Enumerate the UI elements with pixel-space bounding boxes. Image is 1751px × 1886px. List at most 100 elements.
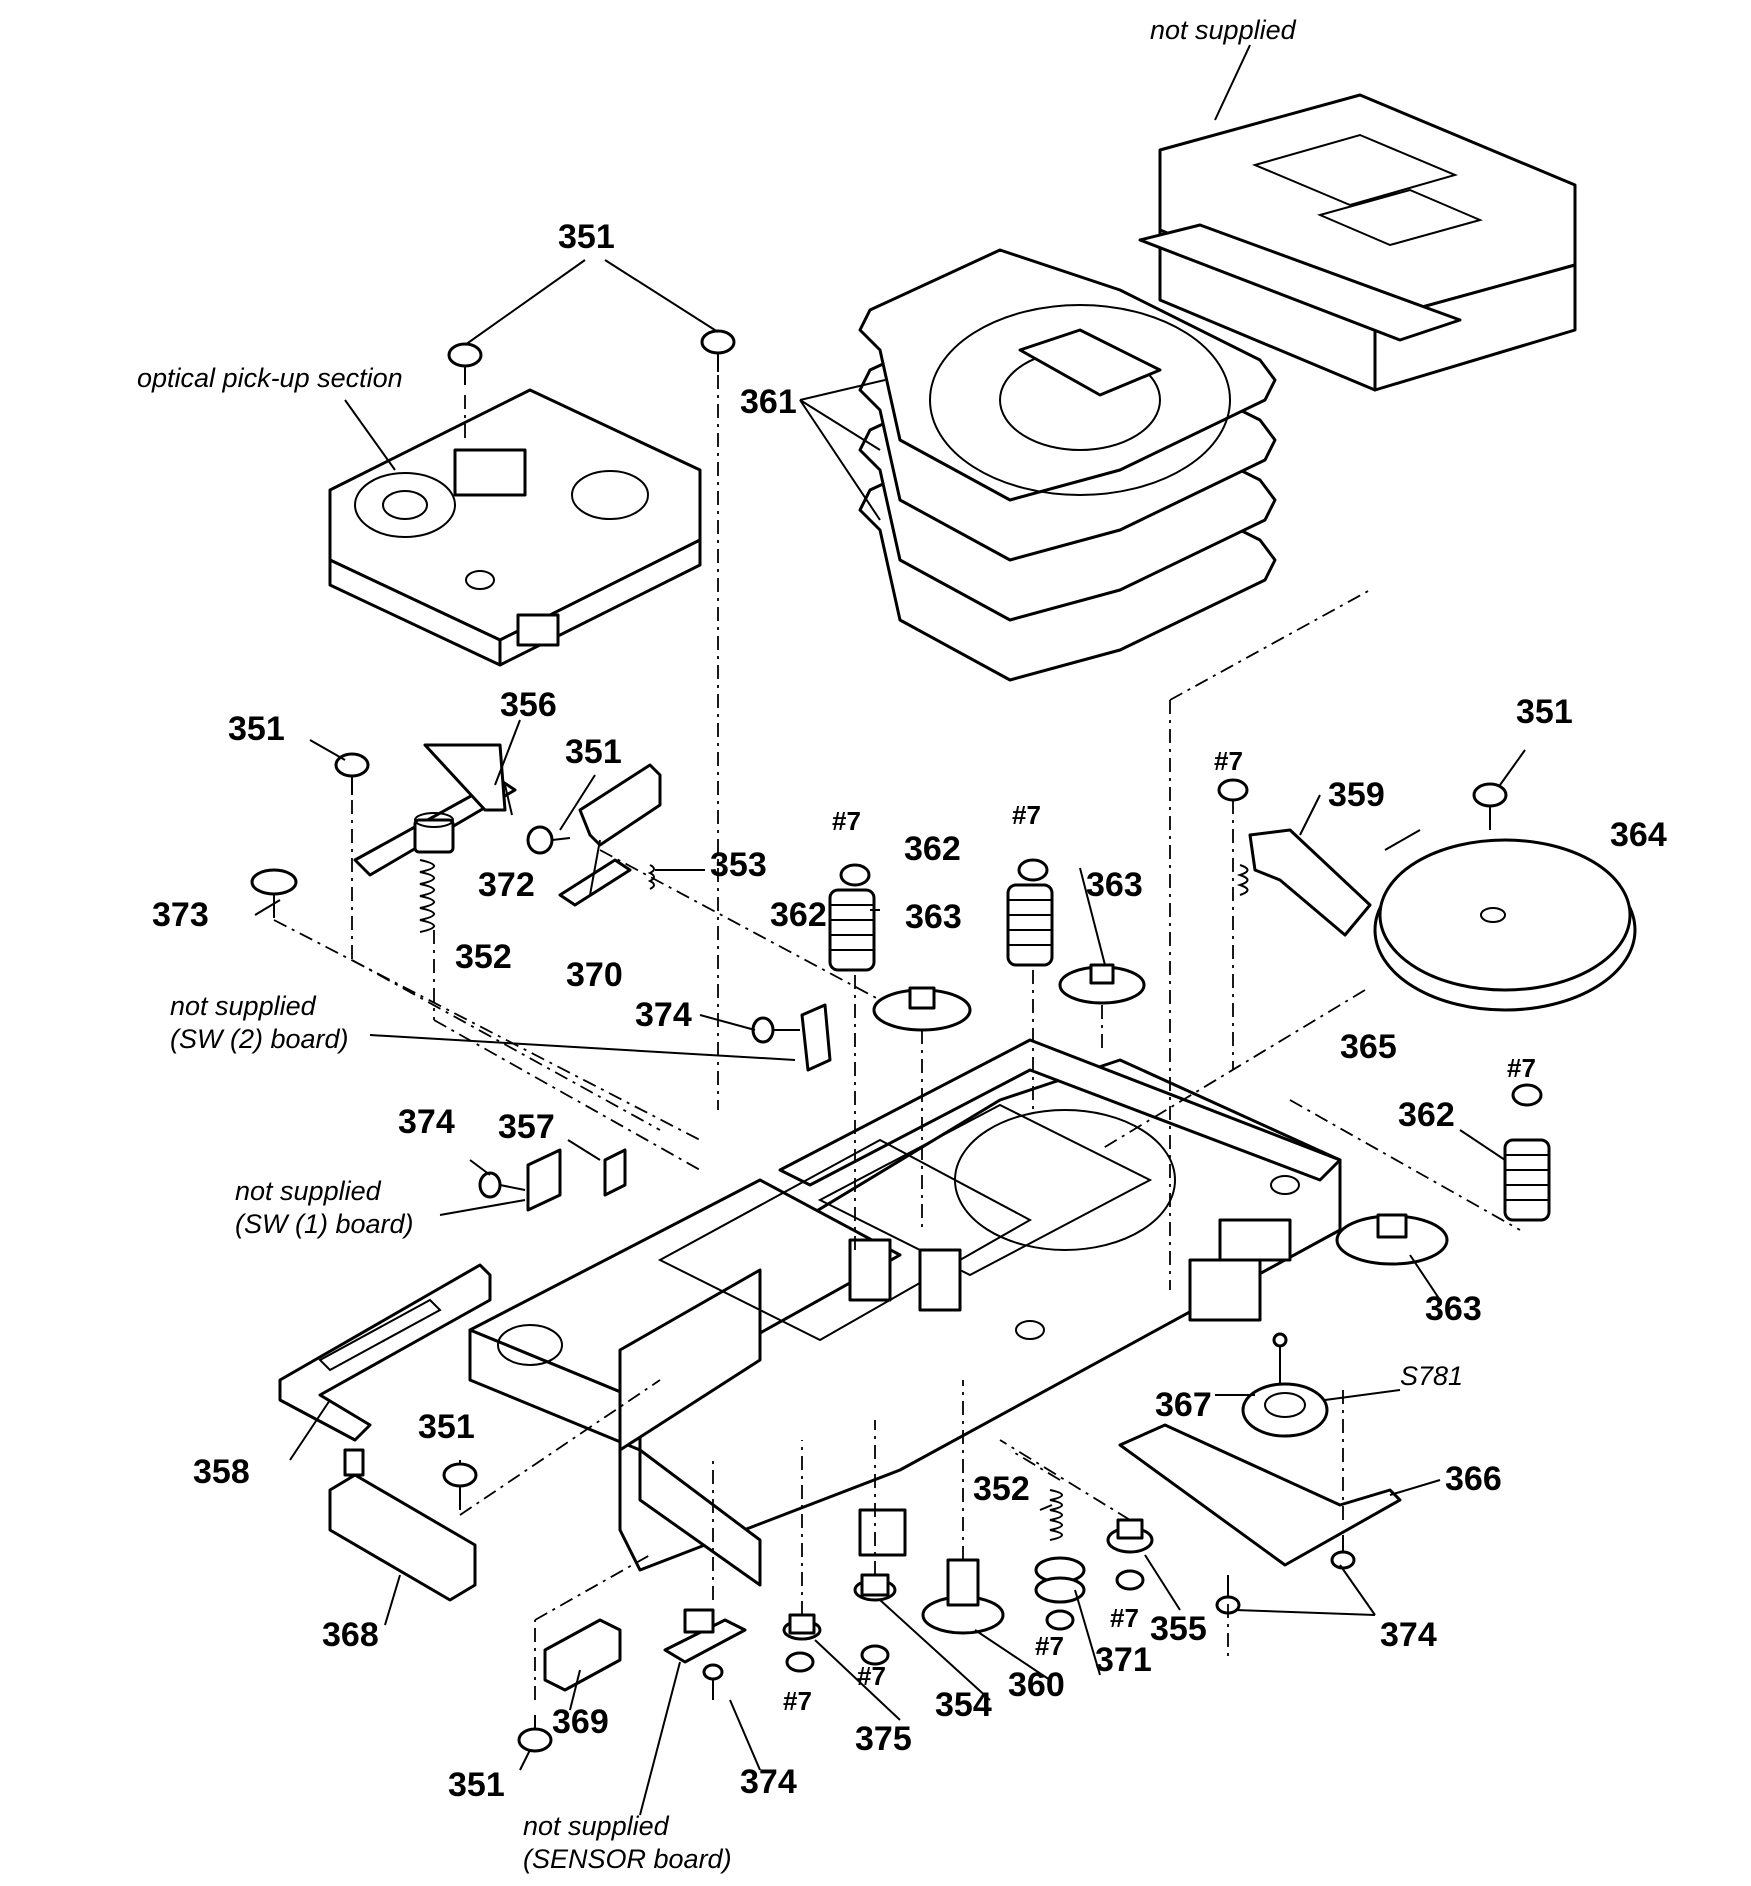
note-sw2-line1: not supplied [170,991,316,1021]
spring-352-right [1049,1489,1063,1541]
label-374-b: 374 [398,1103,455,1141]
label-353: 353 [710,846,767,884]
label-362-b: 362 [904,830,961,868]
label-365: 365 [1340,1028,1397,1066]
screw-374-a [751,1016,800,1044]
top-cover [1138,44,1577,392]
cap-373 [250,868,298,918]
label-screw7-c: #7 [1214,746,1243,776]
gear-375 [782,1613,822,1641]
gear-363-b [1058,963,1146,1005]
optical-pickup-section [328,388,702,667]
label-screw7-h: #7 [1110,1603,1139,1633]
label-screw7-a: #7 [832,806,861,836]
label-351-right: 351 [1516,693,1573,731]
label-372: 372 [478,866,535,904]
slider-358 [278,1263,492,1442]
label-363-c: 363 [1425,1290,1482,1328]
sw2-board [800,1003,832,1072]
label-374-c: 374 [1380,1616,1437,1654]
main-chassis [468,1038,1342,1587]
label-351-mid-left: 351 [228,710,285,748]
screw-351-mid-left [334,752,370,795]
screw-374-b [478,1171,526,1199]
label-359: 359 [1328,776,1385,814]
label-374-a: 374 [635,996,692,1034]
label-375: 375 [855,1720,912,1758]
label-352-left: 352 [455,938,512,976]
label-screw7-e: #7 [783,1686,812,1716]
spring-352-left [419,859,435,933]
label-364: 364 [1610,816,1667,854]
board-366 [1118,1382,1402,1567]
screw-7-f [860,1644,890,1666]
holder-368 [328,1448,477,1602]
assembly-guide-lines [273,375,1521,1700]
lever-370 [558,763,662,907]
label-screw7-b: #7 [1012,800,1041,830]
bracket-356 [353,743,517,877]
note-sw1-line1: not supplied [235,1176,381,1206]
label-351-bottom: 351 [448,1766,505,1804]
label-367: 367 [1155,1386,1212,1424]
label-373: 373 [152,896,209,934]
label-354: 354 [935,1686,992,1724]
label-screw7-g: #7 [1035,1631,1064,1661]
screw-7-c [1217,778,1249,802]
label-screw7-d: #7 [1507,1053,1536,1083]
screw-351-top-right [700,329,736,372]
note-optical-pickup: optical pick-up section [137,363,403,393]
label-362-c: 362 [1398,1096,1455,1134]
label-360: 360 [1008,1666,1065,1704]
pulley-354 [853,1573,897,1602]
label-357: 357 [498,1108,555,1146]
label-351-mid: 351 [565,733,622,771]
note-sensor-line2: (SENSOR board) [523,1844,732,1874]
turntable-364 [1373,838,1637,1012]
label-screw7-f: #7 [857,1661,886,1691]
screw-374-e [1330,1535,1356,1570]
screw-7-g [1045,1609,1075,1631]
label-368: 368 [322,1616,379,1654]
label-361: 361 [740,383,797,421]
note-not-supplied-cover: not supplied [1150,15,1296,45]
label-351-top: 351 [558,218,615,256]
gear-363-a [872,986,972,1032]
lever-359 [1236,828,1372,937]
screw-351-mid [526,825,571,855]
screw-351-left-low [442,1462,478,1510]
label-369: 369 [552,1703,609,1741]
label-363-a: 363 [905,898,962,936]
spring-362-b [1006,883,1054,967]
screw-374-c [702,1663,724,1700]
spring-362-c [1503,1138,1551,1222]
pulley-360 [921,1558,1005,1635]
label-355: 355 [1150,1610,1207,1648]
label-374-d: 374 [740,1763,797,1801]
label-366: 366 [1445,1460,1502,1498]
label-370: 370 [566,956,623,994]
label-352-right: 352 [973,1470,1030,1508]
label-363-b: 363 [1086,866,1143,904]
spring-362-a [828,888,876,972]
note-sw2-line2: (SW (2) board) [170,1024,349,1054]
gear-372 [413,812,455,854]
note-s781: S781 [1400,1361,1464,1391]
screw-351-bottom [517,1715,553,1753]
screw-7-h [1115,1569,1145,1591]
note-sensor-line1: not supplied [523,1811,669,1841]
screw-7-d [1511,1083,1543,1107]
sensor-369 [543,1618,622,1692]
sensor-board [663,1608,747,1664]
spring-353 [647,864,655,890]
screw-367 [1272,1332,1288,1385]
screw-351-right [1472,782,1508,830]
screw-351-top-left [447,342,483,385]
screw-7-a [839,863,871,887]
label-371: 371 [1095,1641,1152,1679]
note-sw1-line2: (SW (1) board) [235,1209,414,1239]
label-362-a: 362 [770,896,827,934]
gear-371 [1034,1556,1086,1604]
screw-7-b [1017,858,1049,882]
